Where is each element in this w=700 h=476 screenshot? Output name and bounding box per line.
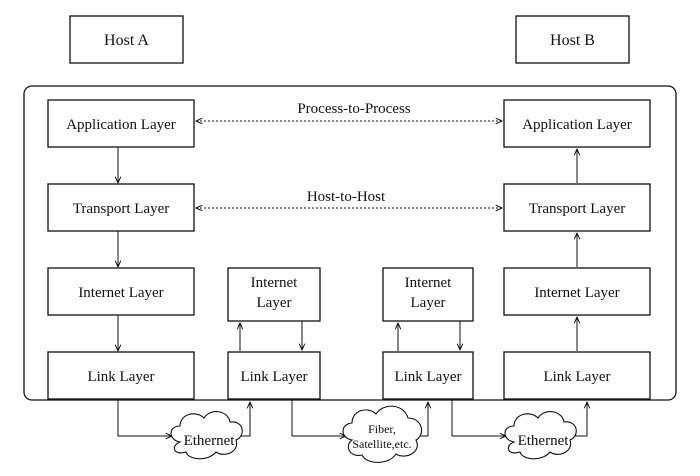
fiber-label-line2: Satellite,etc. [352, 437, 411, 451]
ethernet-cloud-right: Ethernet [504, 411, 577, 460]
ethernet-to-host-b-wire [572, 402, 587, 437]
left-link-label: Link Layer [87, 369, 154, 385]
left-application-label: Application Layer [66, 117, 176, 133]
host-b-box [515, 15, 630, 64]
host-a-label: Host A [104, 32, 149, 49]
fiber-satellite-cloud: Fiber, Satellite,etc. [342, 405, 423, 463]
router2-link-label: Link Layer [394, 369, 461, 385]
host-b-label: Host B [550, 32, 595, 49]
fiber-to-router2-wire [418, 402, 428, 437]
ethernet-cloud-left: Ethernet [170, 411, 243, 460]
right-transport-label: Transport Layer [529, 201, 626, 217]
right-link-layer [503, 351, 651, 400]
router2-internet-layer [382, 267, 474, 322]
ethernet-label-left: Ethernet [184, 433, 236, 449]
right-internet-layer [503, 267, 651, 316]
right-application-label: Application Layer [522, 117, 632, 133]
left-link-layer [47, 351, 195, 400]
network-container [23, 85, 677, 401]
router2-internet-label-line1: Internet [405, 275, 452, 291]
host-to-host-label: Host-to-Host [307, 189, 386, 205]
fiber-label-line1: Fiber, [368, 422, 396, 436]
router1-link-label: Link Layer [240, 369, 307, 385]
right-link-label: Link Layer [543, 369, 610, 385]
router1-internet-label-line2: Layer [257, 295, 292, 311]
router1-internet-label-line1: Internet [251, 275, 298, 291]
host-a-box [69, 15, 184, 64]
left-application-layer [47, 99, 195, 148]
router1-internet-layer [227, 267, 321, 322]
right-internet-label: Internet Layer [534, 285, 619, 301]
process-to-process-label: Process-to-Process [297, 101, 410, 117]
left-transport-layer [47, 183, 195, 232]
host-a-to-ethernet-wire [117, 399, 172, 436]
router2-link-layer [382, 351, 474, 400]
left-internet-layer [47, 267, 195, 316]
router1-to-fiber-wire [291, 399, 346, 436]
left-internet-label: Internet Layer [78, 285, 163, 301]
router2-to-ethernet-wire [451, 399, 506, 436]
router1-link-layer [227, 351, 321, 400]
router2-internet-label-line2: Layer [411, 295, 446, 311]
right-transport-layer [503, 183, 651, 232]
left-transport-label: Transport Layer [73, 201, 170, 217]
ethernet-label-right: Ethernet [518, 433, 570, 449]
right-application-layer [503, 99, 651, 148]
